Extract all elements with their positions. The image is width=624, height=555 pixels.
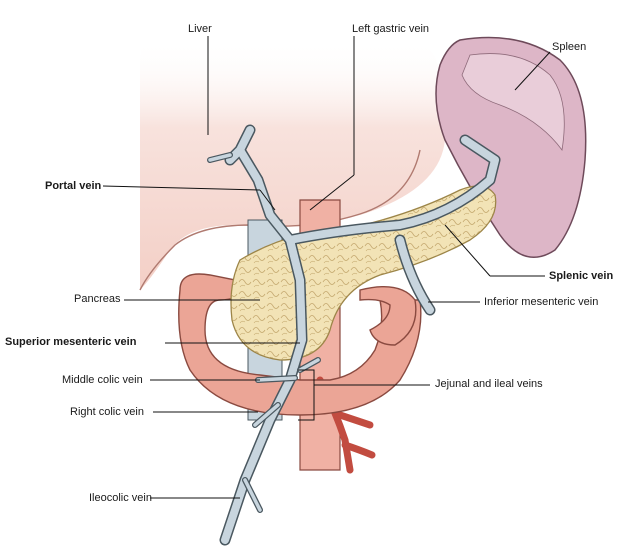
- jejunal-bracket: [298, 369, 315, 421]
- leader-lines: [102, 36, 551, 499]
- label-superior-mesenteric-vein: Superior mesenteric vein: [5, 336, 137, 348]
- jejunum-loop: [359, 286, 417, 346]
- label-splenic-vein: Splenic vein: [549, 270, 614, 282]
- label-pancreas: Pancreas: [74, 293, 121, 305]
- label-inferior-mesenteric-vein: Inferior mesenteric vein: [484, 296, 599, 308]
- label-middle-colic-vein: Middle colic vein: [62, 374, 143, 386]
- label-liver: Liver: [188, 23, 212, 35]
- label-portal-vein: Portal vein: [45, 180, 102, 192]
- label-spleen: Spleen: [552, 41, 587, 53]
- label-left-gastric-vein: Left gastric vein: [352, 23, 430, 35]
- spleen-inner: [461, 53, 565, 152]
- label-ileocolic-vein: Ileocolic vein: [89, 492, 152, 504]
- liver: [140, 40, 446, 290]
- label-jejunal-and-ileal-veins: Jejunal and ileal veins: [435, 378, 543, 390]
- portal-veins: [207, 124, 501, 546]
- label-right-colic-vein: Right colic vein: [70, 406, 144, 418]
